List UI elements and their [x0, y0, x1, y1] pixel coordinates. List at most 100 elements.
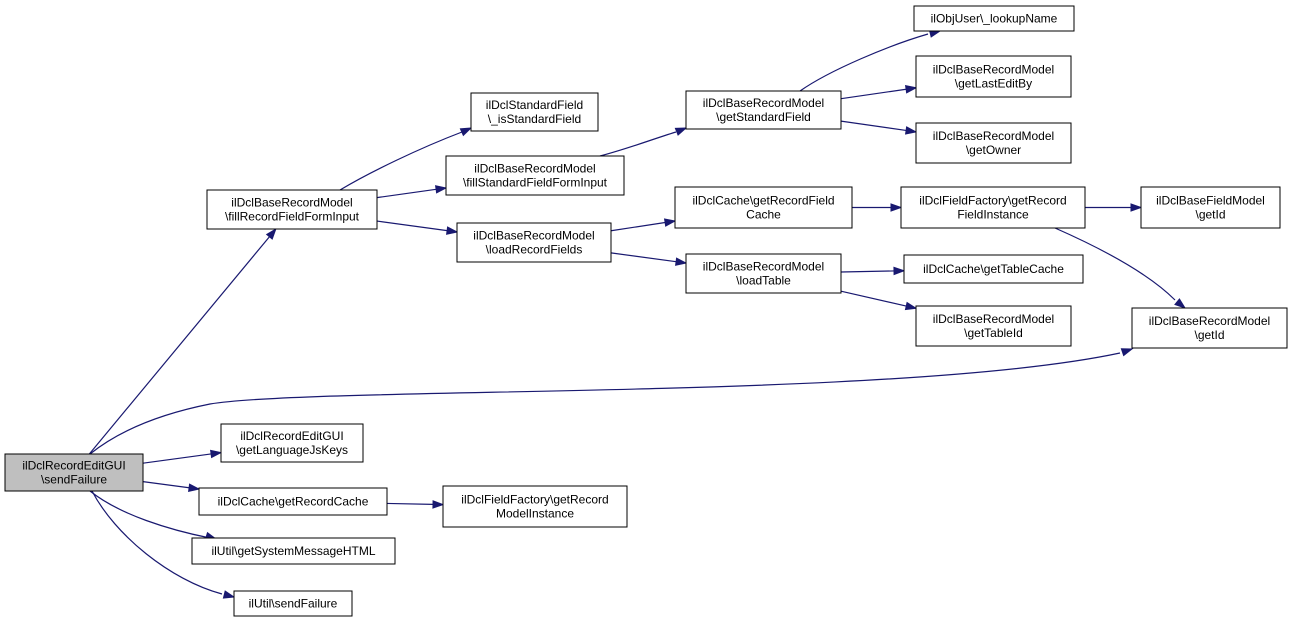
node-fieldGetId[interactable]: ilDclBaseFieldModel\getId [1140, 186, 1281, 229]
node-label-line: ilDclRecordEditGUI [22, 459, 125, 473]
edge-root-to-utilSendFailure [91, 490, 236, 599]
node-box [915, 55, 1072, 98]
node-label-line: \fillRecordFieldFormInput [225, 210, 360, 224]
node-fillRecordFieldFormInput[interactable]: ilDclBaseRecordModel\fillRecordFieldForm… [206, 189, 378, 230]
nodes-layer: ilDclRecordEditGUI\sendFailureilDclBaseR… [4, 5, 1288, 617]
node-label-line: ilDclRecordEditGUI [240, 429, 343, 443]
edge-getStandardField-to-getOwner [840, 120, 918, 135]
arrowhead [265, 227, 277, 240]
node-label-line: \loadRecordFields [486, 243, 583, 257]
node-box [470, 92, 599, 132]
node-box [456, 222, 612, 263]
node-box [900, 186, 1086, 229]
edge-line [142, 481, 190, 489]
arrowhead [890, 203, 903, 212]
arrowhead [663, 218, 677, 227]
node-getOwner[interactable]: ilDclBaseRecordModel\getOwner [915, 122, 1072, 164]
edge-root-to-recordGetId [89, 348, 1134, 455]
edge-fillRecordFieldFormInput-to-fillStandardFieldFormInput [376, 185, 448, 199]
node-getTableCache[interactable]: ilDclCache\getTableCache [903, 254, 1084, 284]
arrowhead [674, 127, 688, 136]
edge-line [89, 490, 211, 539]
arrowhead [435, 185, 448, 194]
node-fillStandardFieldFormInput[interactable]: ilDclBaseRecordModel\fillStandardFieldFo… [445, 155, 625, 196]
node-label-line: ilDclFieldFactory\getRecord [461, 493, 608, 507]
node-getStandardField[interactable]: ilDclBaseRecordModel\getStandardField [685, 90, 842, 130]
edge-getStandardField-to-getLastEditBy [840, 85, 918, 100]
edge-getRecordFieldCache-to-getRecordFieldInstance [852, 203, 903, 212]
node-box [4, 453, 144, 492]
edge-line [840, 88, 907, 100]
node-isStandardField[interactable]: ilDclStandardField\_isStandardField [470, 92, 599, 132]
node-box [198, 487, 388, 516]
edge-fillRecordFieldFormInput-to-isStandardField [339, 127, 473, 191]
node-label-line: ilDclBaseRecordModel [231, 196, 352, 210]
edge-loadRecordFields-to-loadTable [610, 252, 688, 266]
arrowhead [1130, 203, 1143, 212]
node-label-line: ilUtil\getSystemMessageHTML [211, 544, 375, 558]
node-label-line: ModelInstance [496, 507, 574, 521]
edge-line [599, 131, 677, 157]
arrowhead [1120, 348, 1134, 357]
node-box [233, 590, 353, 617]
node-box [685, 253, 842, 294]
edge-line [799, 33, 929, 92]
edge-line [610, 252, 677, 263]
node-label-line: \loadTable [736, 274, 791, 288]
arrowhead [675, 257, 688, 266]
node-label-line: ilUtil\sendFailure [249, 597, 338, 611]
node-getLanguageJsKeys[interactable]: ilDclRecordEditGUI\getLanguageJsKeys [220, 423, 364, 463]
edge-root-to-getRecordCache [142, 481, 201, 492]
arrowhead [893, 266, 906, 276]
edge-line [88, 236, 270, 455]
node-root[interactable]: ilDclRecordEditGUI\sendFailure [4, 453, 144, 492]
node-lookupName[interactable]: ilObjUser\_lookupName [913, 5, 1075, 32]
node-box [445, 155, 625, 196]
node-label-line: ilDclCache\getRecordCache [218, 495, 369, 509]
node-label-line: ilDclStandardField [486, 98, 583, 112]
edge-line [142, 453, 212, 464]
node-label-line: \getStandardField [716, 110, 811, 124]
node-getLastEditBy[interactable]: ilDclBaseRecordModel\getLastEditBy [915, 55, 1072, 98]
node-getTableId[interactable]: ilDclBaseRecordModel\getTableId [915, 305, 1072, 347]
node-label-line: ilDclBaseRecordModel [933, 312, 1054, 326]
node-label-line: \getOwner [966, 143, 1021, 157]
edge-root-to-getLanguageJsKeys [142, 449, 223, 464]
arrowhead [459, 127, 473, 137]
edges-layer [88, 29, 1187, 599]
node-label-line: \getTableId [964, 326, 1023, 340]
edge-line [376, 188, 437, 199]
edge-root-to-getSystemMessageHTML [89, 490, 218, 541]
edge-loadTable-to-getTableCache [840, 266, 906, 276]
node-box [915, 305, 1072, 347]
edge-getRecordFieldInstance-to-recordGetId [1054, 227, 1187, 309]
edge-line [1054, 227, 1176, 301]
node-getSystemMessageHTML[interactable]: ilUtil\getSystemMessageHTML [191, 537, 396, 565]
arrowhead [432, 500, 445, 509]
node-loadRecordFields[interactable]: ilDclBaseRecordModel\loadRecordFields [456, 222, 612, 263]
node-label-line: ilDclBaseRecordModel [474, 162, 595, 176]
edge-loadTable-to-getTableId [840, 290, 918, 311]
node-label-line: \sendFailure [41, 473, 107, 487]
node-label-line: FieldInstance [957, 208, 1029, 222]
node-getRecordCache[interactable]: ilDclCache\getRecordCache [198, 487, 388, 516]
edge-line [376, 220, 448, 232]
node-box [913, 5, 1075, 32]
node-box [915, 122, 1072, 164]
node-utilSendFailure[interactable]: ilUtil\sendFailure [233, 590, 353, 617]
node-label-line: ilDclBaseRecordModel [703, 96, 824, 110]
node-box [220, 423, 364, 463]
node-label-line: ilDclCache\getRecordField [692, 194, 834, 208]
edge-fillStandardFieldFormInput-to-getStandardField [599, 127, 688, 157]
node-label-line: \_isStandardField [488, 112, 581, 126]
edge-line [386, 502, 434, 505]
edge-loadRecordFields-to-getRecordFieldCache [610, 218, 677, 232]
node-recordGetId[interactable]: ilDclBaseRecordModel\getId [1131, 307, 1288, 349]
node-loadTable[interactable]: ilDclBaseRecordModel\loadTable [685, 253, 842, 294]
arrowhead [1174, 298, 1187, 309]
